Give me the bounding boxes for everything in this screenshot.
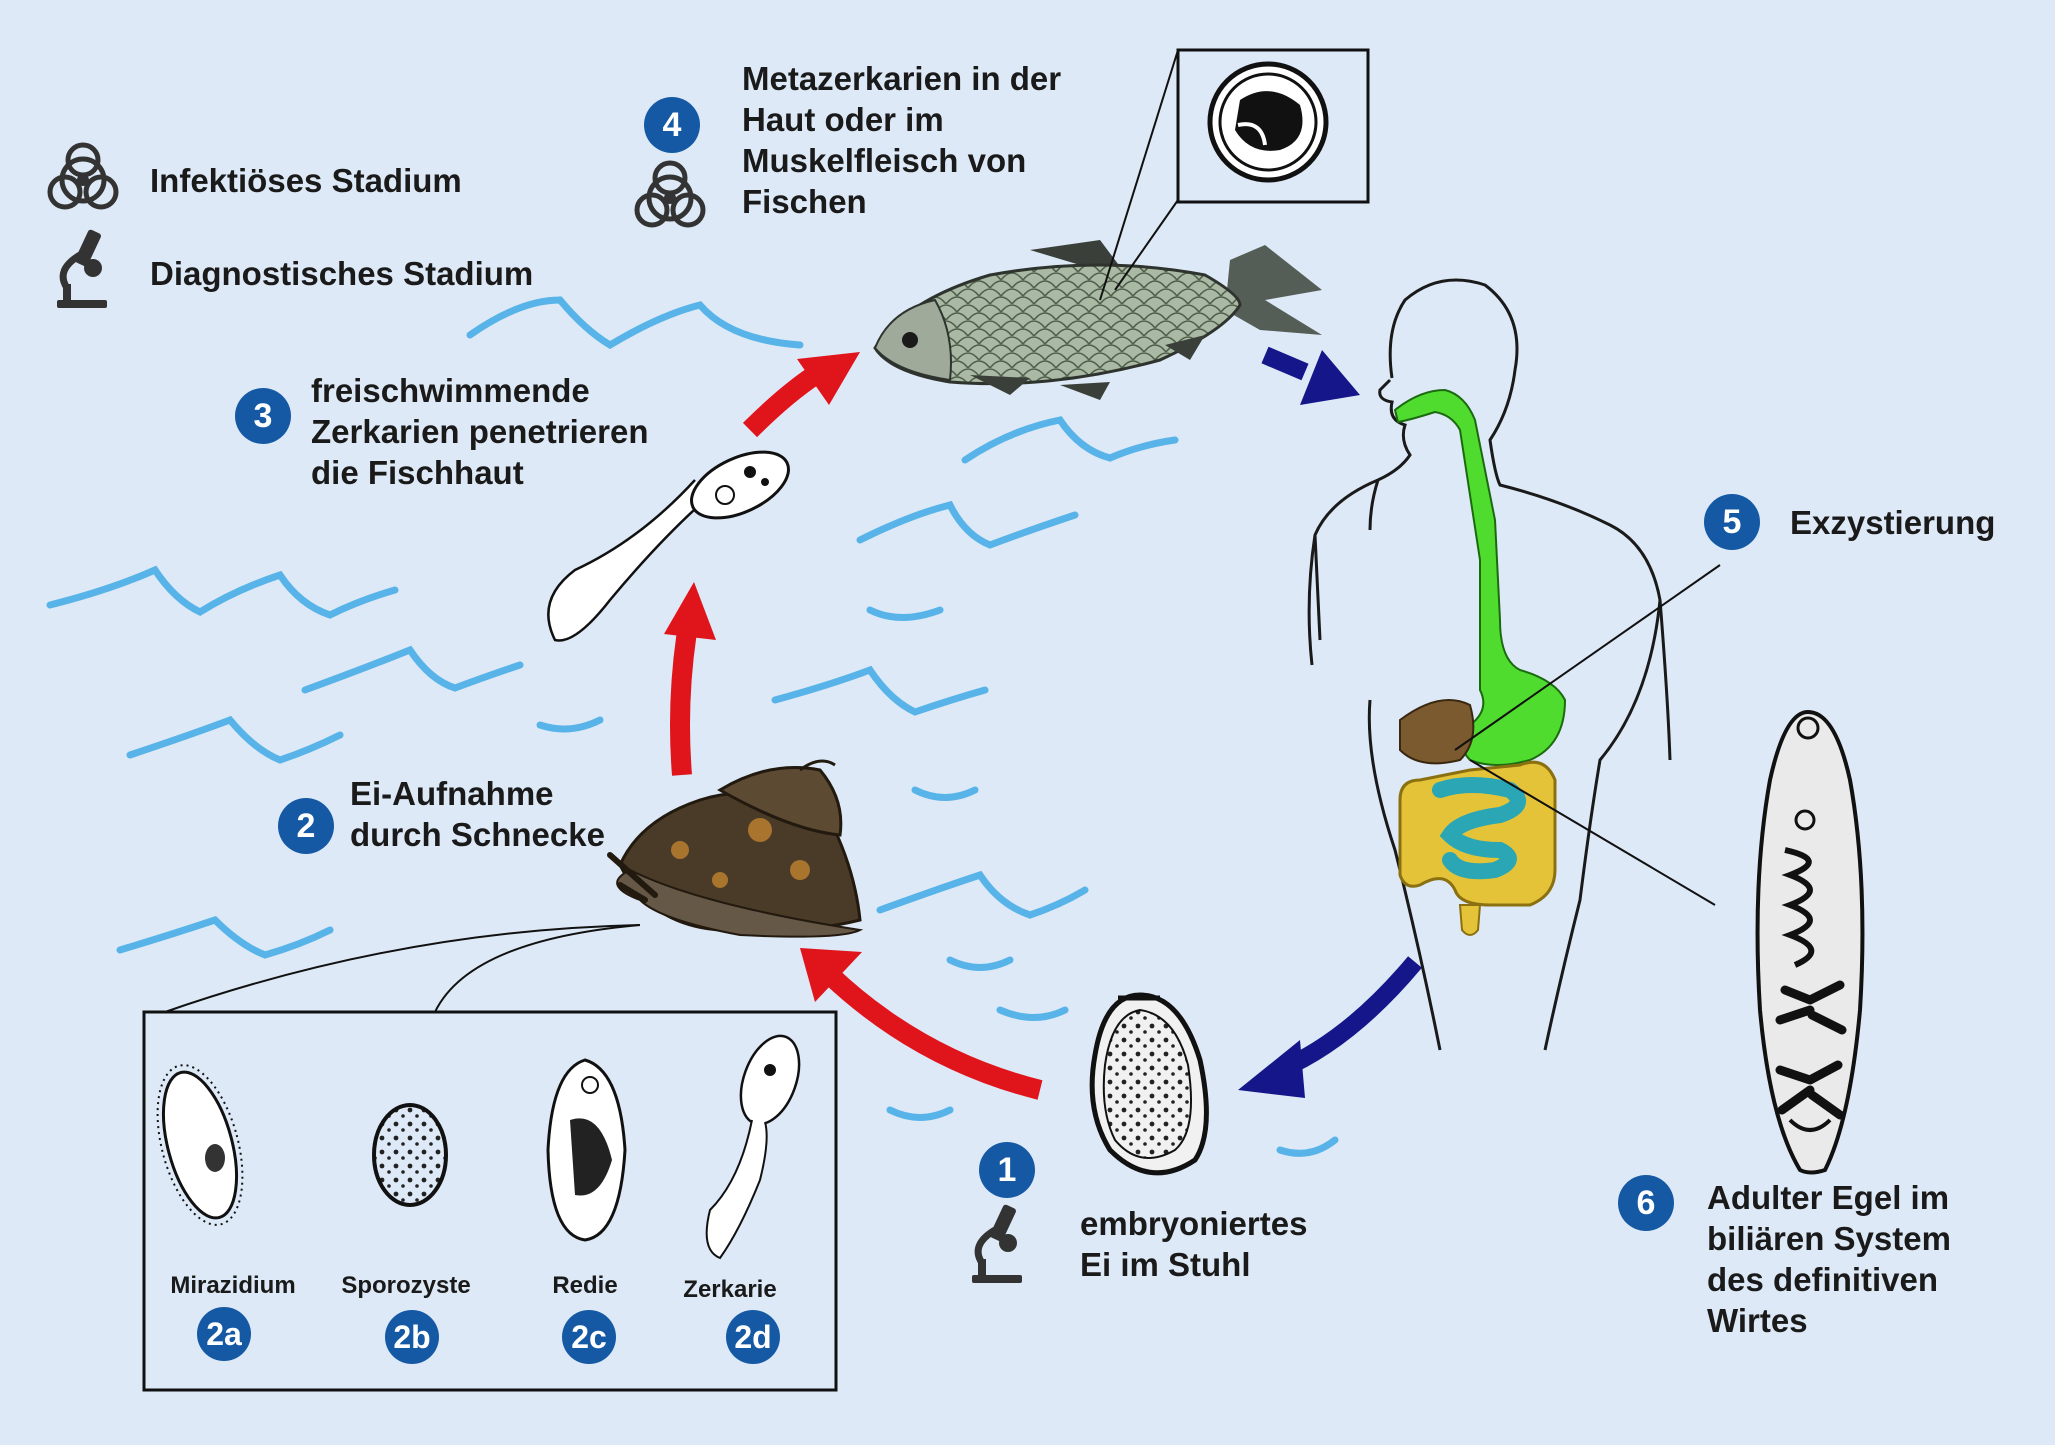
stage-badge-1: 1 bbox=[979, 1142, 1035, 1198]
stage-3-line: die Fischhaut bbox=[311, 454, 524, 491]
snail bbox=[607, 759, 864, 938]
human-host bbox=[1307, 278, 1672, 1051]
microscope-icon bbox=[972, 1204, 1022, 1283]
stage-5-line: Exzystierung bbox=[1790, 504, 1996, 541]
biohazard-icon bbox=[634, 160, 706, 228]
embryonated-egg bbox=[1089, 992, 1209, 1176]
biohazard-icon bbox=[47, 142, 119, 210]
arrowhead bbox=[797, 352, 860, 405]
redia bbox=[546, 1058, 627, 1242]
stage-5-label: Exzystierung bbox=[1790, 502, 1995, 543]
blue-arrows bbox=[1238, 346, 1422, 1098]
stage-6-line: biliären System bbox=[1707, 1220, 1951, 1257]
microscope-icon bbox=[57, 229, 107, 308]
digestive-tract bbox=[1393, 388, 1567, 936]
stage-badge-4: 4 bbox=[644, 97, 700, 153]
substage-label: Sporozyste bbox=[341, 1272, 471, 1299]
substage-badge-2b: 2b bbox=[385, 1310, 439, 1364]
sporocyst bbox=[372, 1103, 448, 1207]
stage-1-line: Ei im Stuhl bbox=[1080, 1246, 1251, 1283]
adult-fluke bbox=[1755, 709, 1865, 1175]
substage-label: Zerkarie bbox=[683, 1276, 777, 1303]
metacercaria-callout bbox=[1099, 48, 1370, 301]
arrowhead bbox=[664, 582, 716, 640]
stage-2-line: Ei-Aufnahme bbox=[350, 775, 554, 812]
stage-2-label: Ei-Aufnahme durch Schnecke bbox=[350, 773, 605, 855]
stage-6-line: Wirtes bbox=[1707, 1302, 1808, 1339]
stage-6-label: Adulter Egel im biliären System des defi… bbox=[1707, 1177, 1951, 1341]
stage-6-line: Adulter Egel im bbox=[1707, 1179, 1950, 1216]
stage-6-line: des definitiven bbox=[1707, 1261, 1939, 1298]
legend-infective-label: Infektiöses Stadium bbox=[150, 162, 462, 199]
stage-4-label: Metazerkarien in der Haut oder im Muskel… bbox=[742, 58, 1061, 222]
stage-4-line: Muskelfleisch von bbox=[742, 142, 1027, 179]
stage-badge-5: 5 bbox=[1704, 494, 1760, 550]
stage-3-line: freischwimmende bbox=[311, 372, 590, 409]
stage-badge-3: 3 bbox=[235, 388, 291, 444]
stage-4-line: Fischen bbox=[742, 183, 867, 220]
stage-badge-2: 2 bbox=[278, 798, 334, 854]
substage-badge-2a: 2a bbox=[197, 1307, 251, 1361]
miracidium bbox=[156, 1064, 244, 1226]
legend-diagnostic-label: Diagnostisches Stadium bbox=[150, 255, 534, 292]
stage-2-line: durch Schnecke bbox=[350, 816, 605, 853]
stage-badge-6: 6 bbox=[1618, 1175, 1674, 1231]
fish bbox=[873, 240, 1322, 400]
substage-label: Mirazidium bbox=[170, 1272, 296, 1299]
stage-3-label: freischwimmende Zerkarien penetrieren di… bbox=[311, 370, 648, 493]
substage-badge-2d: 2d bbox=[726, 1310, 780, 1364]
substage-label: Redie bbox=[552, 1272, 618, 1299]
stage-1-label: embryoniertes Ei im Stuhl bbox=[1080, 1203, 1307, 1285]
cercaria bbox=[547, 450, 790, 642]
cercaria-small bbox=[705, 1034, 801, 1260]
substage-badge-2c: 2c bbox=[562, 1310, 616, 1364]
stage-4-line: Haut oder im bbox=[742, 101, 944, 138]
substage-box bbox=[142, 1010, 838, 1392]
stage-4-line: Metazerkarien in der bbox=[742, 60, 1062, 97]
arrowhead bbox=[800, 948, 862, 1002]
water-waves bbox=[46, 296, 1339, 1157]
stage-1-line: embryoniertes bbox=[1080, 1205, 1308, 1242]
stage-3-line: Zerkarien penetrieren bbox=[311, 413, 649, 450]
